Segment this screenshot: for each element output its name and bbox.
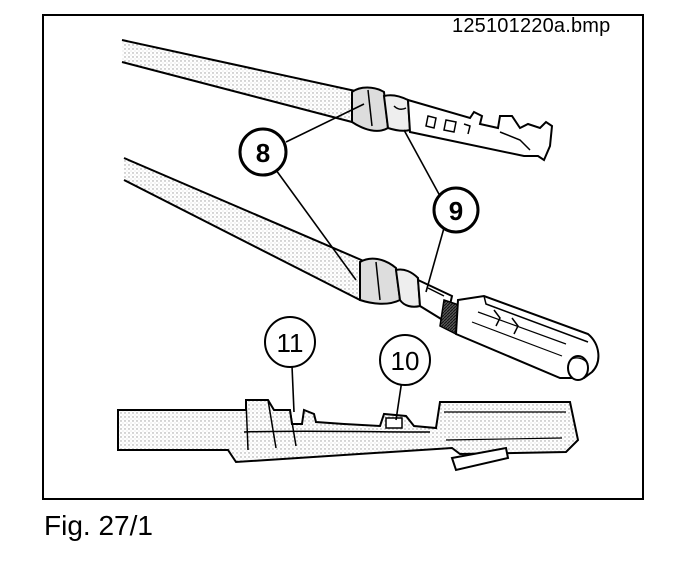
figure-filename: 125101220a.bmp: [452, 15, 611, 37]
callout-11: 11: [264, 316, 316, 368]
callout-9: 9: [432, 186, 480, 234]
svg-text:11: 11: [277, 328, 304, 358]
callout-8: 8: [238, 127, 288, 177]
mating-housing: [454, 294, 600, 381]
figure-caption: Fig. 27/1: [44, 510, 153, 541]
svg-text:10: 10: [391, 346, 420, 376]
lower-terminal: [359, 257, 463, 336]
leader-lines: [275, 103, 445, 421]
upper-wire: [121, 39, 361, 123]
bottom-terminal: [117, 399, 580, 472]
figure-frame: [42, 14, 644, 500]
callout-10: 10: [379, 334, 431, 386]
upper-terminal: [351, 86, 554, 162]
svg-text:8: 8: [256, 138, 270, 168]
lower-wire: [123, 157, 367, 301]
svg-text:9: 9: [449, 196, 463, 226]
